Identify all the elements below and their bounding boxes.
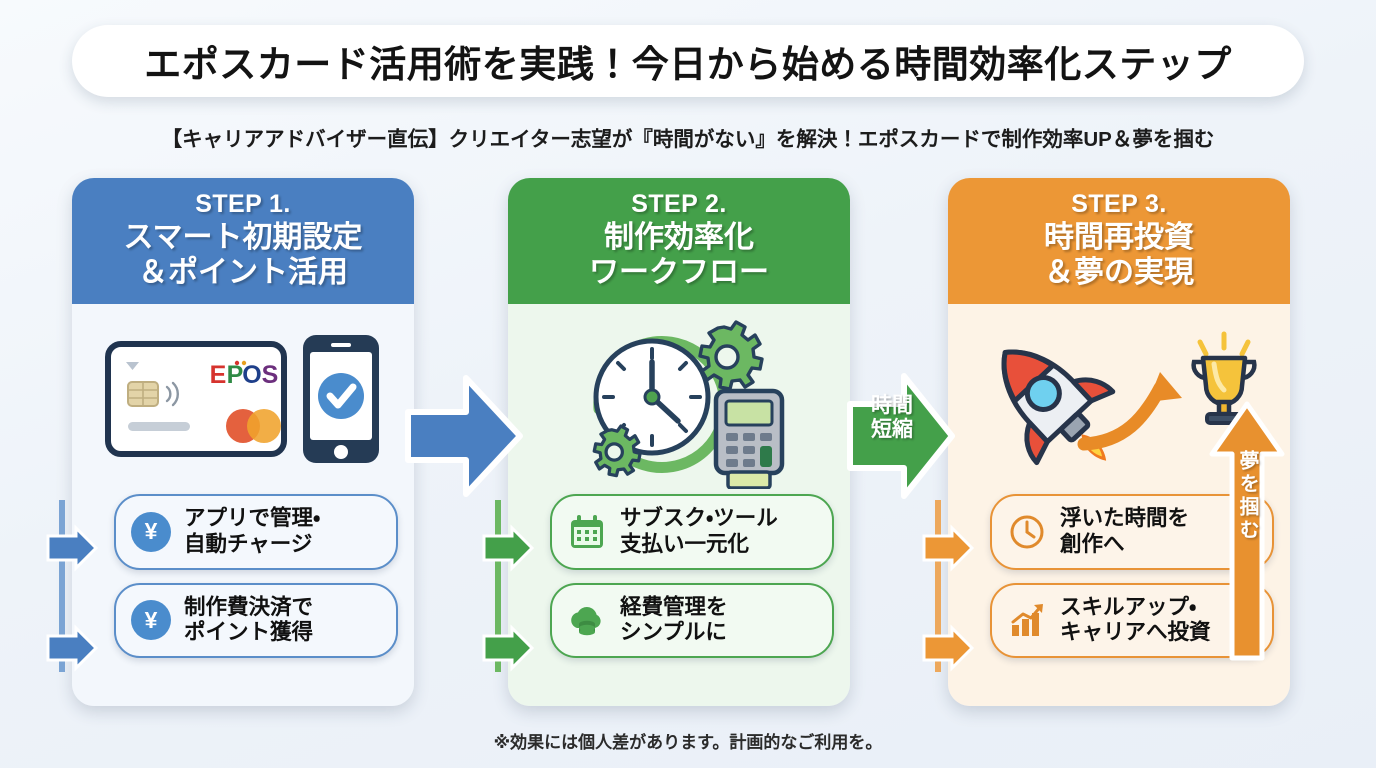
list-item-label: 経費管理を シンプルに <box>620 594 728 645</box>
epos-card-and-smartphone-illustration: E P O S <box>72 304 414 494</box>
list-item[interactable]: 経費管理を シンプルに <box>550 582 834 659</box>
clock-icon <box>1006 511 1048 553</box>
smartphone-check-icon <box>303 335 379 463</box>
calendar-icon <box>566 511 608 553</box>
svg-text:E: E <box>210 361 227 389</box>
step-card-2: STEP 2. 制作効率化 ワークフロー <box>508 178 850 706</box>
dream-arrow-label: 夢を掴む <box>1236 450 1258 542</box>
step-3-title: 時間再投資 ＆夢の実現 <box>958 221 1280 290</box>
step-2-header: STEP 2. 制作効率化 ワークフロー <box>508 178 850 304</box>
list-item[interactable]: ¥ 制作費決済で ポイント獲得 <box>114 582 398 659</box>
step-3-label: STEP 3. <box>1071 190 1167 218</box>
cloud-database-icon <box>566 599 608 641</box>
growth-chart-icon <box>1006 599 1048 641</box>
step-1-title-line1: スマート初期設定 <box>123 221 363 254</box>
step-1-title-line2: ＆ポイント活用 <box>138 255 348 289</box>
step-3-items: 浮いた時間を 創作へ <box>948 494 1290 672</box>
step-1-header: STEP 1. スマート初期設定 ＆ポイント活用 <box>72 178 414 304</box>
dream-upward-arrow <box>1208 400 1286 667</box>
step-1-title: スマート初期設定 ＆ポイント活用 <box>82 221 404 290</box>
footnote: ※効果には個人差があります。計画的なご利用を。 <box>493 733 883 752</box>
step-2-items: サブスク・ツール 支払い一元化 経費管理を シンプルに <box>508 494 850 672</box>
clock-gears-terminal-illustration <box>508 304 850 494</box>
page-title: エポスカード活用術を実践！今日から始める時間効率化ステップ <box>144 44 1232 85</box>
connector-arrow-label: 時間 短縮 <box>871 394 913 441</box>
yen-coin-icon: ¥ <box>130 511 172 553</box>
step-2-title-line1: 制作効率化 <box>604 221 754 254</box>
step-2-title: 制作効率化 ワークフロー <box>518 221 840 290</box>
list-item-label: 浮いた時間を 創作へ <box>1060 506 1190 556</box>
title-banner: エポスカード活用術を実践！今日から始める時間効率化ステップ <box>72 25 1304 97</box>
step-1-label: STEP 1. <box>195 190 291 218</box>
step-1-items: ¥ アプリで管理・ 自動チャージ ¥ 制作費決済で ポイント獲得 <box>72 494 414 672</box>
list-item[interactable]: サブスク・ツール 支払い一元化 <box>550 494 834 570</box>
list-item[interactable]: ¥ アプリで管理・ 自動チャージ <box>114 494 398 570</box>
step-3-header: STEP 3. 時間再投資 ＆夢の実現 <box>948 178 1290 304</box>
list-item-label: スキルアップ・ キャリアへ投資 <box>1060 594 1211 645</box>
svg-text:O: O <box>242 361 261 389</box>
step-3-title-line1: 時間再投資 <box>1044 221 1194 254</box>
step-2-label: STEP 2. <box>631 190 727 218</box>
list-item[interactable]: 浮いた時間を 創作へ <box>990 494 1274 570</box>
list-item-label: アプリで管理・ 自動チャージ <box>184 506 321 556</box>
page-subtitle: 【キャリアアドバイザー直伝】クリエイター志望が『時間がない』を解決！エポスカード… <box>161 128 1215 151</box>
list-item-label: 制作費決済で ポイント獲得 <box>184 594 314 645</box>
epos-credit-card-icon: E P O S <box>105 341 287 457</box>
step-1-body: E P O S ¥ <box>72 304 414 706</box>
step-card-1: STEP 1. スマート初期設定 ＆ポイント活用 E <box>72 178 414 706</box>
step-3-title-line2: ＆夢の実現 <box>1044 255 1194 289</box>
connector-arrow-step2-to-step3: 時間 短縮 <box>846 370 956 507</box>
rocket-arrow-trophy-illustration <box>948 304 1290 494</box>
step-2-title-line2: ワークフロー <box>589 255 769 289</box>
svg-text:P: P <box>227 361 244 389</box>
clock-gear-terminal-icon <box>592 320 785 489</box>
rocket-trophy-icon <box>1001 331 1257 466</box>
connector-arrow-step1-to-step2 <box>404 370 524 507</box>
svg-text:S: S <box>262 361 279 389</box>
list-item-label: サブスク・ツール 支払い一元化 <box>620 506 778 556</box>
step-2-body: サブスク・ツール 支払い一元化 経費管理を シンプルに <box>508 304 850 706</box>
list-item[interactable]: スキルアップ・ キャリアへ投資 <box>990 582 1274 659</box>
yen-coin-icon: ¥ <box>130 599 172 641</box>
